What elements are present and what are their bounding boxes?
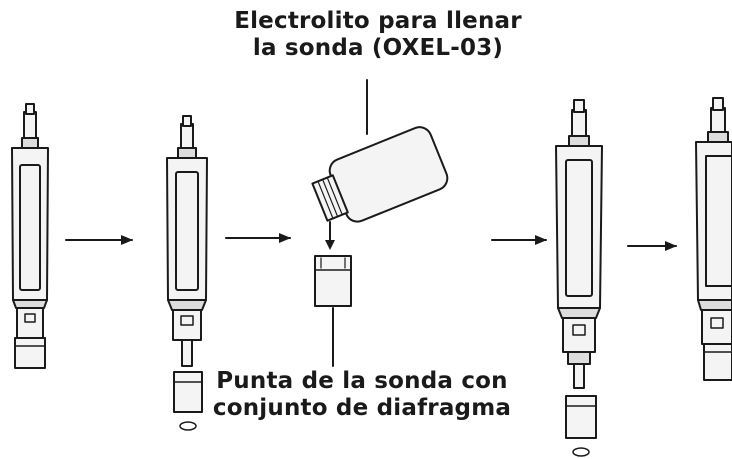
electrolyte-label-line-1: Electrolito para llenar	[234, 8, 522, 34]
electrolyte-label: Electrolito para llenar la sonda (OXEL-0…	[208, 8, 548, 62]
probe-tip-label-line-2: conjunto de diafragma	[212, 395, 512, 421]
probe-refit	[555, 99, 603, 389]
probe-tip-cap-filling	[314, 255, 352, 307]
probe-tip-label-line-1: Punta de la sonda con	[216, 368, 508, 394]
removed-tip-cap-2	[565, 395, 597, 457]
probe-assembled-1	[11, 103, 49, 369]
probe-tip-label: Punta de la sonda con conjunto de diafra…	[206, 368, 518, 422]
probe-tip-removed	[166, 115, 208, 367]
probe-final-assembled	[695, 97, 732, 381]
electrolyte-bottle	[311, 126, 449, 223]
electrolyte-label-line-2: la sonda (OXEL-03)	[252, 35, 504, 61]
removed-tip-cap-1	[173, 371, 203, 431]
